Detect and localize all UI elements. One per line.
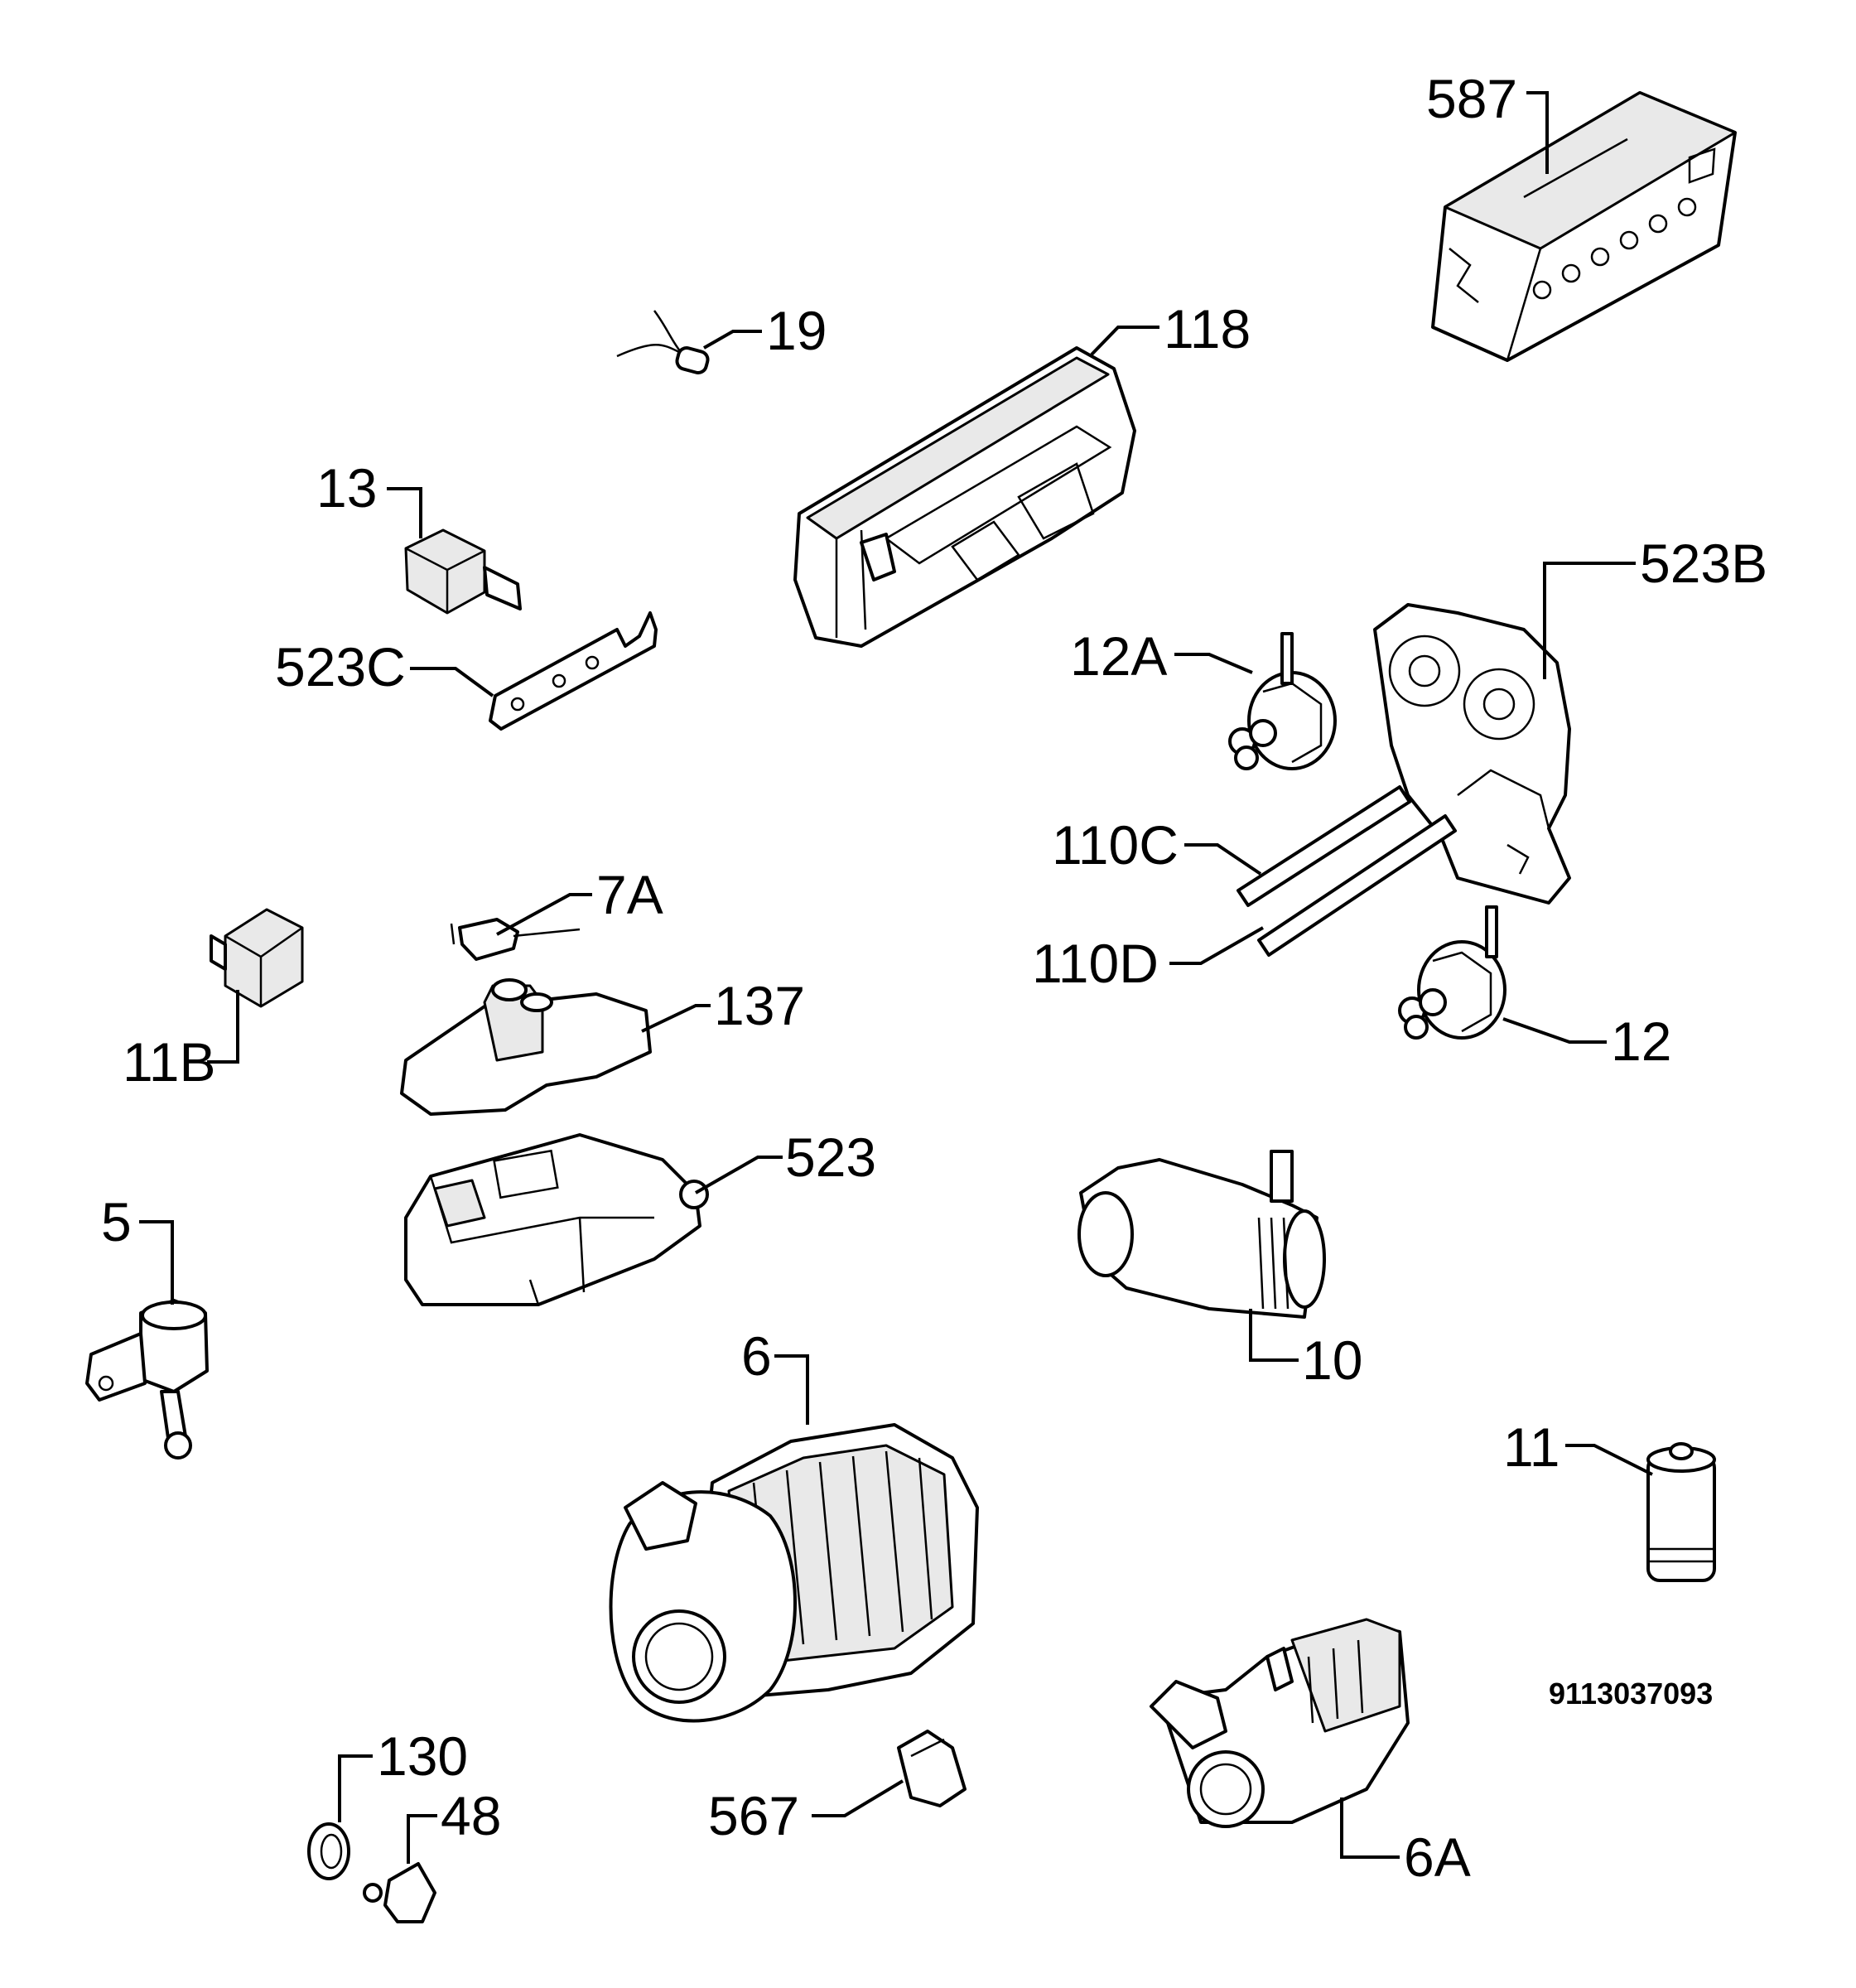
- leader-19: [703, 330, 762, 350]
- label-6: 6: [741, 1325, 772, 1387]
- part-523b-housing: [1373, 603, 1571, 905]
- label-6a: 6A: [1404, 1826, 1471, 1888]
- leader-567: [812, 1779, 904, 1817]
- leader-11: [1565, 1444, 1653, 1476]
- leader-523: [695, 1156, 783, 1194]
- part-12-pressure-switch: [1398, 905, 1506, 1040]
- leader-7a: [496, 893, 592, 936]
- leader-523c: [410, 667, 494, 697]
- leader-5: [139, 1220, 174, 1305]
- label-587: 587: [1426, 68, 1517, 129]
- label-13: 13: [316, 457, 377, 519]
- part-110-tubes: [1237, 785, 1457, 957]
- leader-48: [407, 1814, 437, 1864]
- leader-11b: [207, 990, 239, 1064]
- part-6-circulation-pump: [609, 1423, 979, 1723]
- label-130: 130: [377, 1725, 468, 1787]
- leader-137: [641, 1004, 711, 1033]
- leader-587: [1526, 91, 1549, 174]
- leader-118: [1090, 326, 1159, 356]
- part-523c-bracket: [489, 611, 658, 731]
- part-130-seal: [307, 1822, 350, 1880]
- part-13-switch: [404, 528, 522, 615]
- leader-13: [387, 487, 422, 538]
- leader-110d: [1169, 926, 1264, 965]
- label-110d: 110D: [1032, 933, 1159, 994]
- diagram-code: 9113037093: [1549, 1677, 1713, 1711]
- leader-6a: [1340, 1797, 1400, 1859]
- label-523c: 523C: [275, 636, 406, 697]
- label-10: 10: [1302, 1329, 1362, 1391]
- leader-6: [774, 1354, 809, 1425]
- label-137: 137: [714, 975, 805, 1036]
- part-48-plug: [363, 1862, 436, 1923]
- leader-110c: [1184, 843, 1262, 876]
- part-11b-relay: [210, 908, 304, 1008]
- leader-523b: [1543, 562, 1636, 679]
- part-523-housing: [404, 1133, 709, 1306]
- leader-130: [338, 1754, 373, 1822]
- label-110c: 110C: [1052, 814, 1179, 876]
- label-7a: 7A: [596, 864, 663, 925]
- label-567: 567: [708, 1785, 799, 1846]
- label-523b: 523B: [1640, 533, 1767, 594]
- label-523: 523: [785, 1127, 876, 1188]
- label-12a: 12A: [1070, 625, 1167, 687]
- part-6a-drain-pump: [1150, 1618, 1410, 1828]
- part-118-panel: [793, 346, 1136, 648]
- leader-12: [1502, 1017, 1607, 1044]
- leader-10: [1249, 1309, 1299, 1362]
- part-587-control-module: [1431, 91, 1737, 362]
- label-48: 48: [441, 1785, 501, 1846]
- label-11b: 11B: [123, 1031, 216, 1093]
- part-5-inlet-valve: [85, 1299, 209, 1460]
- label-118: 118: [1164, 298, 1251, 359]
- part-137-cover: [400, 978, 652, 1116]
- label-11: 11: [1503, 1416, 1560, 1478]
- part-19-sensor: [616, 310, 710, 374]
- label-5: 5: [101, 1191, 132, 1252]
- leader-12a: [1174, 653, 1253, 674]
- part-11-capacitor: [1646, 1442, 1716, 1582]
- part-10-heater: [1077, 1150, 1326, 1319]
- part-567-clip: [897, 1730, 967, 1807]
- label-12: 12: [1611, 1011, 1671, 1072]
- label-19: 19: [766, 300, 827, 361]
- part-12a-pressure-switch: [1228, 632, 1337, 770]
